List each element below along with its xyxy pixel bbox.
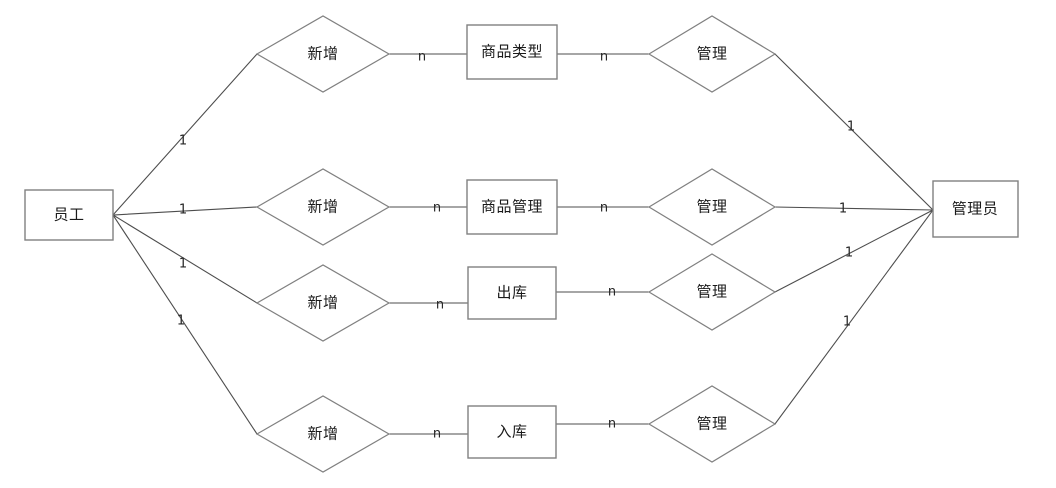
cardinality-manage1-n: n <box>599 49 609 65</box>
entity-stock-out[interactable] <box>467 266 557 320</box>
entity-stock-in[interactable] <box>467 405 557 459</box>
cardinality-add1-n: n <box>417 49 427 65</box>
relationship-manage-4[interactable] <box>647 385 777 463</box>
cardinality-employee-row3: 1 <box>178 256 188 272</box>
entity-product-type-label: 商品类型 <box>480 42 544 61</box>
relationship-add-2-label: 新增 <box>307 197 339 216</box>
entity-product-manage[interactable] <box>466 179 558 235</box>
row4-links <box>388 423 650 435</box>
edge-employee-add1 <box>112 53 258 216</box>
employee-connector-lines <box>112 53 258 435</box>
row3-links <box>388 291 650 304</box>
entity-stock-out-label: 出库 <box>496 283 528 302</box>
cardinality-employee-row4: 1 <box>176 313 186 329</box>
entity-product-type[interactable] <box>466 24 558 80</box>
entity-stock-in-label: 入库 <box>496 422 528 441</box>
cardinality-add2-n: n <box>432 200 442 216</box>
relationship-add-1-label: 新增 <box>307 44 339 63</box>
cardinality-add3-n: n <box>435 297 445 313</box>
cardinality-manage4-n: n <box>607 416 617 432</box>
relationship-add-3-label: 新增 <box>307 293 339 312</box>
entity-employee[interactable] <box>24 189 114 241</box>
edge-manage1-admin <box>774 53 934 211</box>
relationship-add-4[interactable] <box>255 395 391 473</box>
relationship-add-1[interactable] <box>255 15 391 93</box>
edge-manage2-admin <box>774 206 934 211</box>
edge-manage3-admin <box>774 209 934 293</box>
cardinality-admin-row1: 1 <box>846 119 856 135</box>
relationship-manage-2-label: 管理 <box>696 197 728 216</box>
relationship-manage-3[interactable] <box>647 253 777 331</box>
cardinality-admin-row2: 1 <box>838 201 848 217</box>
cardinality-employee-row1: 1 <box>178 133 188 149</box>
cardinality-employee-row2: 1 <box>178 202 188 218</box>
edge-employee-add3 <box>112 214 258 304</box>
relationship-manage-1[interactable] <box>647 15 777 93</box>
cardinality-admin-row4: 1 <box>842 314 852 330</box>
relationship-manage-2[interactable] <box>647 168 777 246</box>
cardinality-manage3-n: n <box>607 284 617 300</box>
cardinality-add4-n: n <box>432 426 442 442</box>
entity-admin-label: 管理员 <box>951 199 999 218</box>
edge-employee-add2 <box>112 206 258 216</box>
relationship-add-3[interactable] <box>255 264 391 342</box>
cardinality-admin-row3: 1 <box>844 245 854 261</box>
entity-admin[interactable] <box>932 180 1019 238</box>
relationship-add-2[interactable] <box>255 168 391 246</box>
admin-connector-lines <box>774 53 934 425</box>
relationship-manage-3-label: 管理 <box>696 282 728 301</box>
edge-employee-add4 <box>112 214 258 435</box>
entity-product-manage-label: 商品管理 <box>480 197 544 216</box>
relationship-manage-1-label: 管理 <box>696 44 728 63</box>
edge-manage4-admin <box>774 209 934 425</box>
cardinality-manage2-n: n <box>599 200 609 216</box>
relationship-manage-4-label: 管理 <box>696 414 728 433</box>
entity-employee-label: 员工 <box>53 205 85 224</box>
relationship-add-4-label: 新增 <box>307 424 339 443</box>
